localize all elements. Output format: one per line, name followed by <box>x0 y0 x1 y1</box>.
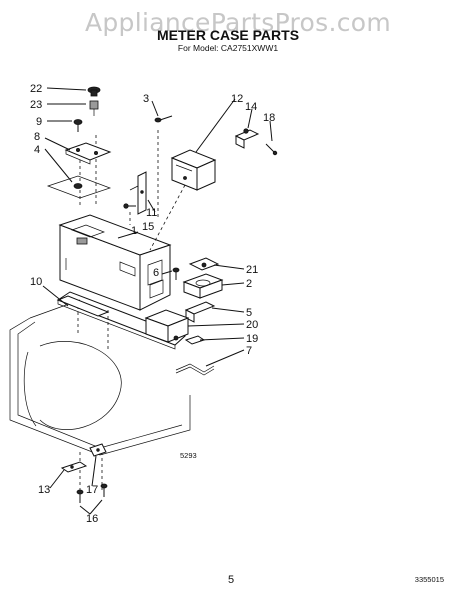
part-11-bracket <box>123 171 147 215</box>
callouts: 22 23 9 8 4 3 12 14 18 11 1 15 6 21 2 10… <box>30 83 275 525</box>
part-9-screw <box>73 119 83 132</box>
part-13-bracket <box>60 461 88 473</box>
document-number: 3355015 <box>415 575 444 584</box>
part-22-cap <box>87 86 101 97</box>
figure-code: 5293 <box>180 451 197 460</box>
callout-22: 22 <box>30 83 42 95</box>
callout-20: 20 <box>246 319 258 331</box>
part-2-housing <box>182 273 224 299</box>
watermark: AppliancePartsPros.com <box>85 8 391 37</box>
mounting-plate <box>56 291 186 350</box>
meter-case <box>58 214 172 311</box>
callout-1: 1 <box>131 225 137 237</box>
part-10-plate <box>56 295 110 317</box>
callout-18: 18 <box>263 112 275 124</box>
callout-3: 3 <box>143 93 149 105</box>
callout-6: 6 <box>153 267 159 279</box>
part-20-switch-box <box>144 309 190 343</box>
part-7-wire <box>175 363 215 376</box>
callout-4: 4 <box>34 144 40 156</box>
part-3-screw <box>154 115 173 123</box>
part-12-timer <box>170 149 217 191</box>
callout-5: 5 <box>246 307 252 319</box>
callout-7: 7 <box>246 345 252 357</box>
part-5-bracket <box>184 301 216 323</box>
callout-19: 19 <box>246 333 258 345</box>
part-21-clip <box>188 257 220 271</box>
part-18-screw <box>265 143 278 156</box>
part-8-bracket <box>64 142 112 165</box>
callout-15: 15 <box>142 221 154 233</box>
part-14-switch <box>234 128 260 149</box>
callout-23: 23 <box>30 99 42 111</box>
part-4-pad <box>46 175 112 199</box>
callout-2: 2 <box>246 278 252 290</box>
callout-13: 13 <box>38 484 50 496</box>
callout-11: 11 <box>146 207 157 219</box>
assembly-lines <box>77 130 186 490</box>
callout-14: 14 <box>245 101 257 113</box>
cabinet-top <box>9 299 191 456</box>
callout-9: 9 <box>36 116 42 128</box>
part-23-clip <box>89 100 99 116</box>
part-16-screws <box>76 483 108 503</box>
callout-17: 17 <box>86 484 98 496</box>
part-6-screw <box>172 267 180 280</box>
callout-16: 16 <box>86 513 98 525</box>
page-number: 5 <box>228 574 234 586</box>
diagram-title: METER CASE PARTS <box>157 27 299 43</box>
callout-8: 8 <box>34 131 40 143</box>
part-17-bracket <box>89 443 107 457</box>
callout-21: 21 <box>246 264 258 276</box>
callout-12: 12 <box>231 93 243 105</box>
callout-10: 10 <box>30 276 42 288</box>
leader-lines <box>42 87 273 515</box>
model-subtitle: For Model: CA2751XWW1 <box>178 43 278 53</box>
